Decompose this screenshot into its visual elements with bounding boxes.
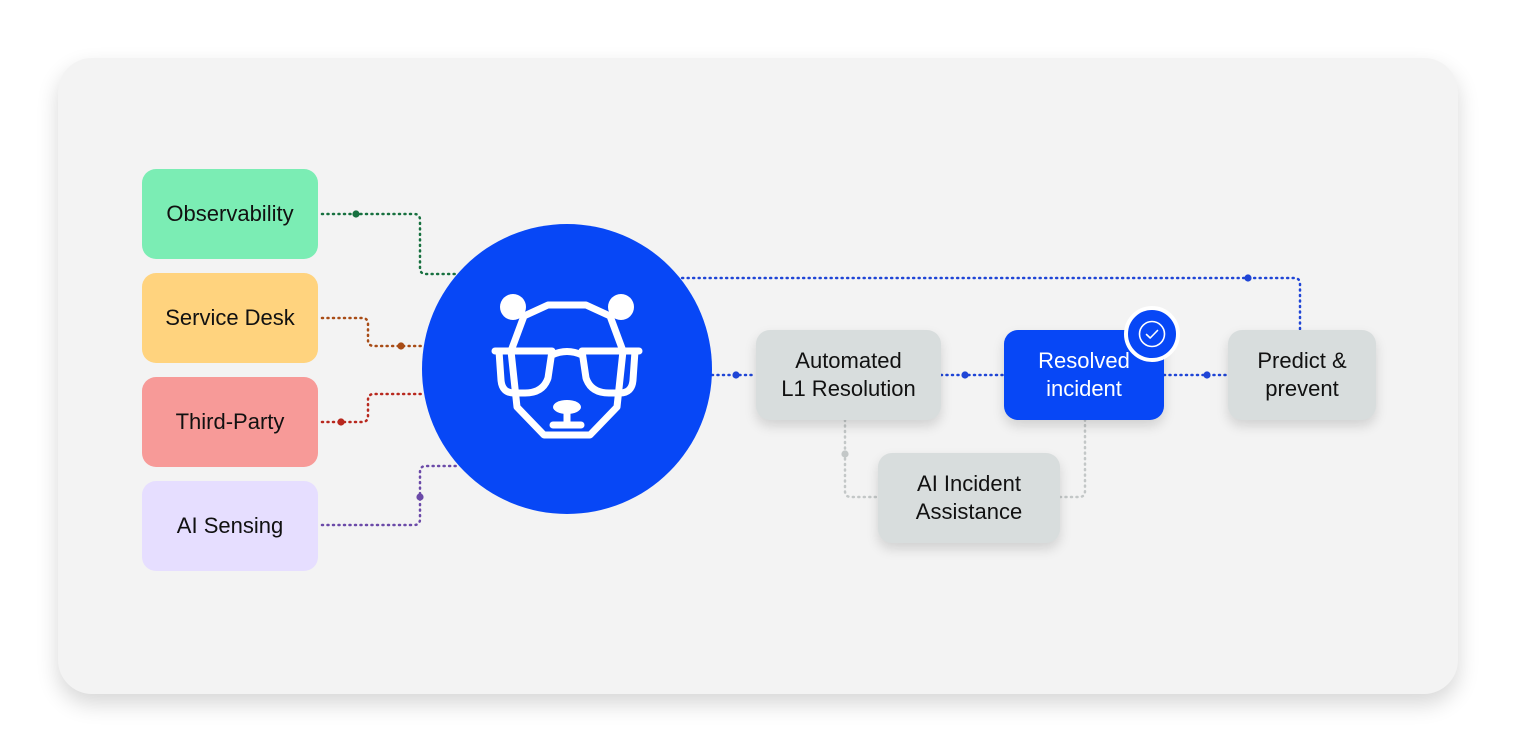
source-label: Third-Party: [175, 409, 285, 434]
check-circle-icon: [1124, 306, 1180, 362]
connector-dot: [337, 418, 345, 426]
connector-assist-to-resolved: [1058, 418, 1087, 499]
connector-dot: [416, 493, 424, 501]
flow-label-line: Automated: [795, 348, 902, 373]
flow-label-line: incident: [1046, 376, 1122, 401]
source-third-party: Third-Party: [142, 377, 318, 467]
source-ai-sensing: AI Sensing: [142, 481, 318, 571]
connector-ai-sensing: [320, 464, 458, 527]
check-icon: [1138, 320, 1166, 348]
source-label: AI Sensing: [176, 513, 284, 538]
connector-automated-to-assist: [843, 418, 880, 499]
connector-dot: [1244, 274, 1252, 282]
source-label: Observability: [166, 201, 294, 226]
flow-automated-l1-resolution: Automated L1 Resolution: [756, 330, 941, 420]
flow-label-line: L1 Resolution: [781, 376, 916, 401]
connector-dot: [1203, 371, 1211, 379]
panda-with-glasses-icon: [491, 294, 643, 439]
flow-label: Resolved incident: [1038, 347, 1130, 403]
flow-ai-incident-assistance: AI Incident Assistance: [878, 453, 1060, 543]
connector-dot: [732, 371, 740, 379]
flow-label-line: Resolved: [1038, 348, 1130, 373]
connector-service-desk: [320, 316, 426, 348]
source-label: Service Desk: [165, 305, 295, 330]
source-service-desk: Service Desk: [142, 273, 318, 363]
connector-dot: [397, 342, 405, 350]
connector-dot: [352, 210, 360, 218]
connector-dot: [841, 450, 849, 458]
flow-label-line: AI Incident: [917, 471, 1021, 496]
flow-predict-and-prevent: Predict & prevent: [1228, 330, 1376, 420]
connector-predict-feedback: [678, 276, 1302, 331]
flow-label: AI Incident Assistance: [916, 470, 1022, 526]
flow-label-line: prevent: [1265, 376, 1339, 401]
flow-label: Automated L1 Resolution: [781, 347, 916, 403]
source-observability: Observability: [142, 169, 318, 259]
connector-third-party: [320, 392, 426, 424]
flow-label: Predict & prevent: [1257, 347, 1346, 403]
connector-dot: [961, 371, 969, 379]
flow-label-line: Predict &: [1257, 348, 1347, 373]
platform-hub: [422, 224, 712, 514]
connector-observability: [320, 212, 458, 276]
flow-label-line: Assistance: [915, 499, 1023, 524]
